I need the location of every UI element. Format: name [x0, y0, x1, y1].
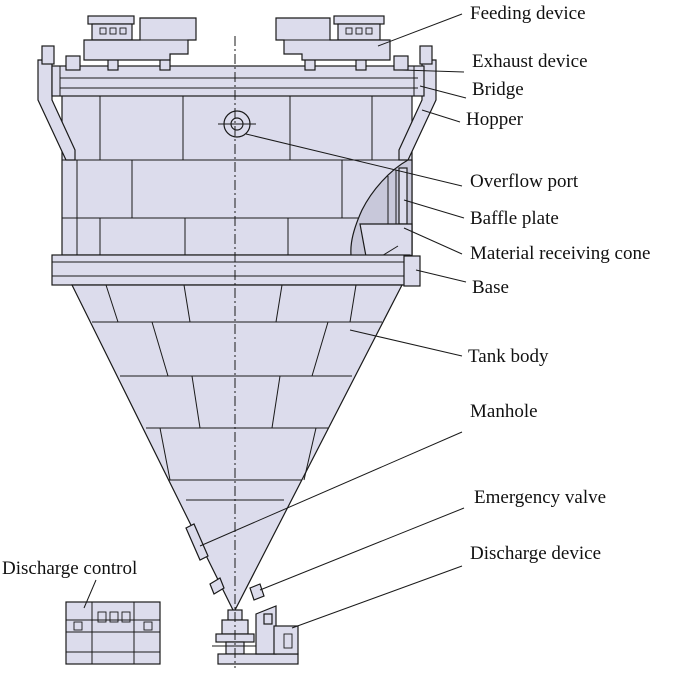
leader-baffle-plate: [403, 199, 465, 219]
label-bridge: Bridge: [472, 79, 524, 100]
label-discharge-device: Discharge device: [470, 543, 601, 564]
leader-lines: [83, 13, 467, 629]
label-manhole: Manhole: [470, 401, 538, 422]
label-discharge-control: Discharge control: [2, 558, 137, 579]
overflow-port: [218, 110, 256, 138]
leader-exhaust-device: [401, 69, 465, 73]
leader-discharge-device: [291, 565, 463, 629]
leader-material-receiving-cone: [403, 227, 463, 255]
label-hopper: Hopper: [466, 109, 524, 130]
label-overflow-port: Overflow port: [470, 171, 579, 192]
emergency-valve: [209, 577, 265, 601]
label-tank-body: Tank body: [468, 346, 549, 367]
leader-feeding-device: [377, 13, 463, 47]
labels: Feeding device Exhaust device Bridge Hop…: [2, 3, 650, 579]
leader-emergency-valve: [259, 507, 465, 591]
hopper: [37, 45, 437, 161]
leader-overflow-port: [245, 133, 463, 187]
tank-body: [71, 284, 403, 614]
leader-tank-body: [349, 329, 463, 357]
leader-manhole: [199, 431, 463, 547]
manhole: [185, 523, 209, 561]
feeding-device-right: [275, 15, 391, 61]
label-feeding-device: Feeding device: [470, 3, 586, 24]
leader-discharge-control: [83, 579, 97, 609]
leader-hopper: [421, 109, 461, 123]
label-material-receiving-cone: Material receiving cone: [470, 243, 650, 264]
label-baffle-plate: Baffle plate: [470, 208, 559, 229]
label-emergency-valve: Emergency valve: [474, 487, 606, 508]
bridge: [51, 65, 425, 97]
leader-bridge: [419, 85, 467, 99]
discharge-control-detail: [65, 601, 161, 665]
base: [51, 254, 421, 287]
label-base: Base: [472, 277, 509, 298]
leader-base: [415, 269, 467, 283]
discharge-device: [212, 605, 299, 665]
feeding-device-left: [83, 15, 197, 61]
label-exhaust-device: Exhaust device: [472, 51, 588, 72]
